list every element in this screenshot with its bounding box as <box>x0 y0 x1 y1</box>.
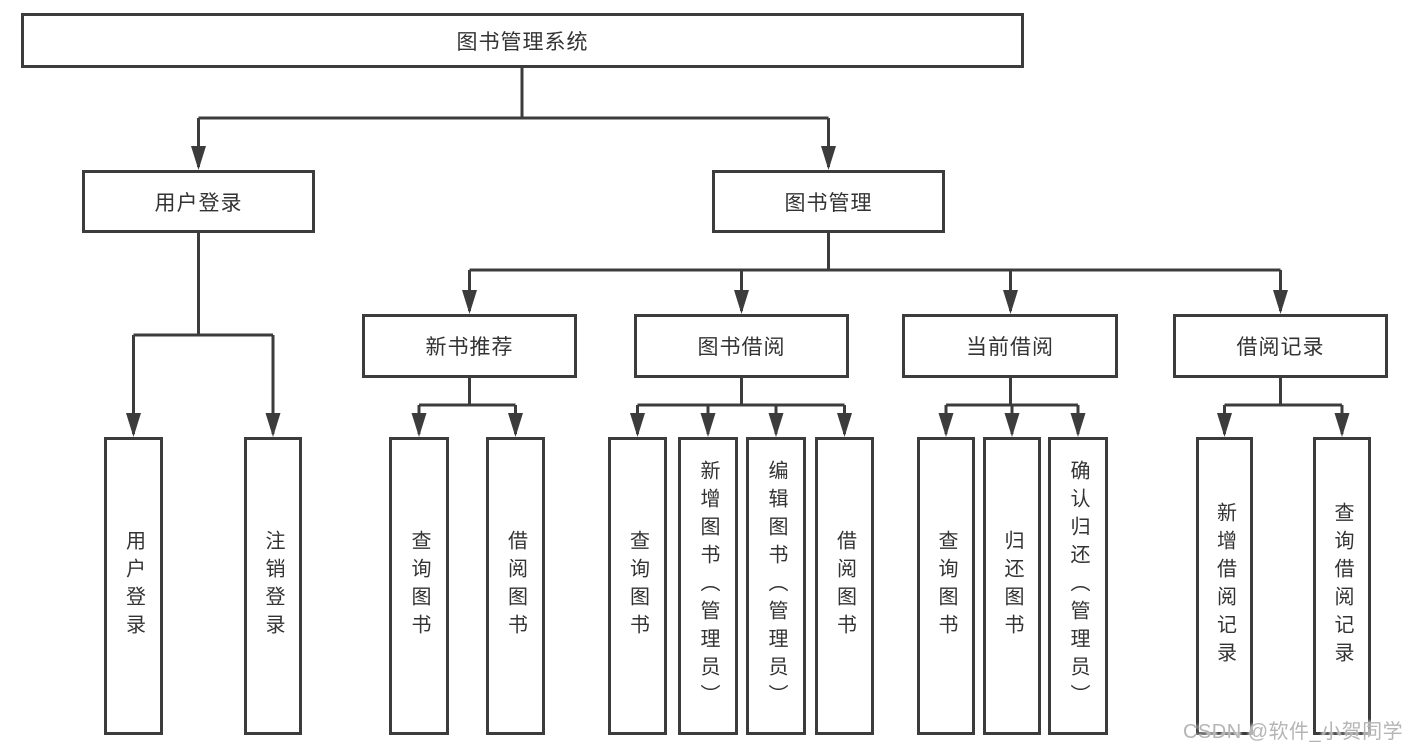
leaf-cb-return-book-label: 归还图书 <box>1001 530 1023 642</box>
leaf-bb-borrow-book: 借阅图书 <box>815 437 874 735</box>
node-user-login-group: 用户登录 <box>82 170 315 233</box>
leaf-nbr-query-book: 查询图书 <box>389 437 449 735</box>
node-new-book-recommend: 新书推荐 <box>362 314 577 378</box>
leaf-bb-query-book-label: 查询图书 <box>626 530 649 642</box>
node-book-management-label: 图书管理 <box>784 191 873 215</box>
node-new-book-recommend-label: 新书推荐 <box>425 336 514 359</box>
node-borrow-records-label: 借阅记录 <box>1236 336 1325 359</box>
leaf-br-add-record-label: 新增借阅记录 <box>1213 502 1236 670</box>
leaf-br-query-record: 查询借阅记录 <box>1313 437 1371 735</box>
leaf-cb-query-book-label: 查询图书 <box>935 530 957 642</box>
csdn-watermark: CSDN @软件_小贺同学 <box>1183 721 1404 743</box>
leaf-user-login: 用户登录 <box>104 437 163 735</box>
leaf-bb-edit-book-label: 编辑图书（管理员） <box>765 460 787 712</box>
leaf-user-login-label: 用户登录 <box>122 530 145 642</box>
leaf-br-query-record-label: 查询借阅记录 <box>1331 502 1353 670</box>
node-borrow-records: 借阅记录 <box>1173 314 1388 378</box>
leaf-cb-query-book: 查询图书 <box>917 437 975 735</box>
node-current-borrow: 当前借阅 <box>902 314 1118 378</box>
leaf-bb-add-book-label: 新增图书（管理员） <box>697 460 719 712</box>
node-root-label: 图书管理系统 <box>456 30 589 54</box>
leaf-cb-confirm-return-label: 确认归还（管理员） <box>1067 460 1089 712</box>
leaf-bb-query-book: 查询图书 <box>608 437 667 735</box>
node-root: 图书管理系统 <box>21 13 1024 68</box>
leaf-logout-label: 注销登录 <box>262 530 284 642</box>
leaf-bb-borrow-book-label: 借阅图书 <box>833 530 856 642</box>
leaf-bb-edit-book: 编辑图书（管理员） <box>746 437 806 735</box>
node-book-management: 图书管理 <box>712 170 945 233</box>
leaf-nbr-borrow-book: 借阅图书 <box>486 437 545 735</box>
leaf-logout: 注销登录 <box>244 437 302 735</box>
leaf-cb-return-book: 归还图书 <box>983 437 1041 735</box>
node-current-borrow-label: 当前借阅 <box>966 336 1054 359</box>
leaf-nbr-borrow-book-label: 借阅图书 <box>504 530 527 642</box>
leaf-br-add-record: 新增借阅记录 <box>1196 437 1253 735</box>
leaf-bb-add-book: 新增图书（管理员） <box>678 437 738 735</box>
node-user-login-group-label: 用户登录 <box>154 191 243 215</box>
node-book-borrow-label: 图书借阅 <box>697 336 786 359</box>
node-book-borrow: 图书借阅 <box>634 314 849 378</box>
leaf-cb-confirm-return: 确认归还（管理员） <box>1048 437 1108 735</box>
leaf-nbr-query-book-label: 查询图书 <box>408 530 430 642</box>
